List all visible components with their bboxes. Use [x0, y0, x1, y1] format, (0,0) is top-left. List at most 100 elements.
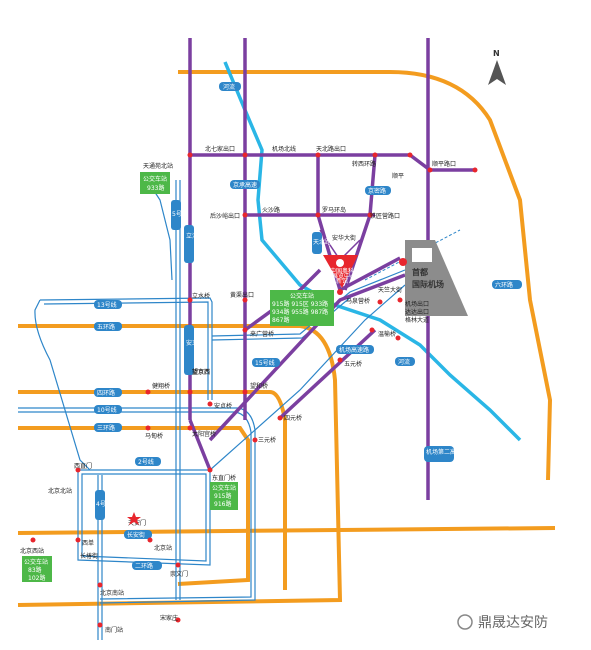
airport-north-line — [190, 153, 475, 172]
line2-pill: 2号线 — [138, 458, 154, 466]
label-tianzhu: 天竺大街 — [378, 286, 402, 294]
svg-text:83路: 83路 — [28, 566, 42, 574]
connector-road — [339, 256, 401, 292]
liztang-pill: 立汤路 — [186, 232, 204, 240]
label-wenyu: 温榆桥 — [378, 330, 396, 338]
road-pills: 河流 京承高速 京密路 六环路 五环路 13号线 四环路 10号线 三环路 2号… — [94, 82, 522, 570]
airplane-icon — [412, 248, 432, 262]
label-xizhimen: 西直门 — [74, 462, 92, 470]
label-changchunjie: 长椿街 — [80, 552, 98, 560]
third-ring-road — [18, 426, 250, 586]
line10-pill: 10号线 — [97, 406, 117, 414]
tiananmen-star-icon — [127, 512, 141, 525]
svg-text:933路: 933路 — [147, 184, 164, 192]
ring-roads — [17, 70, 556, 607]
svg-text:867路: 867路 — [272, 316, 289, 324]
bus-stop-center: 公交车站 915路 915区 933路 934路 955路 987路 867路 — [270, 290, 334, 326]
label-airport-exit: 机场出口 — [405, 300, 429, 308]
watermark: 鼎晟达安防 — [457, 614, 548, 631]
third-ring-pill: 三环路 — [97, 424, 115, 432]
airport-label-2: 国际机场 — [412, 279, 444, 289]
jingmi-pill: 京密路 — [368, 187, 386, 195]
compass-icon: N — [488, 49, 506, 85]
fourth-ring-pill: 四环路 — [97, 389, 115, 397]
label-beiqijia: 北七家出口 — [205, 145, 235, 153]
label-jianxiang: 健翔桥 — [152, 382, 170, 390]
river — [223, 61, 522, 442]
compass-label: N — [493, 49, 500, 58]
label-tiezhong: 铁匠营路口 — [370, 212, 400, 220]
subway-lines — [18, 179, 409, 640]
destination-line-3: 新馆 — [336, 277, 348, 285]
label-gelin: 格林大道 — [405, 316, 429, 324]
label-sanyuan: 三元桥 — [258, 436, 276, 444]
line4-pill: 4号线 — [96, 500, 112, 508]
sixth-ring-pill: 六环路 — [495, 281, 513, 289]
bus-stop-top: 公交车站 933路 — [140, 172, 170, 194]
label-beijing-north: 北京北站 — [48, 487, 72, 495]
junction-nodes — [30, 152, 478, 628]
svg-text:公交车站: 公交车站 — [24, 558, 48, 566]
label-airport-south: 达达出口 — [405, 308, 429, 316]
river-pill-top: 河流 — [223, 83, 235, 91]
dongzhimen-road — [188, 419, 212, 471]
label-wuyuan: 五元桥 — [344, 360, 362, 368]
line13-pill: 13号线 — [97, 301, 117, 309]
label-tiantongyuan: 天通苑北站 — [143, 162, 173, 170]
subway-line-13 — [34, 297, 213, 471]
river-pill-mid: 河流 — [398, 358, 410, 366]
svg-text:公交车站: 公交车站 — [290, 292, 314, 300]
changan-pill: 长安街 — [127, 531, 145, 539]
line15-pill: 15号线 — [255, 359, 275, 367]
label-houshayu: 后沙峪出口 — [210, 212, 240, 220]
jingcheng-pill: 京承高速 — [233, 181, 257, 189]
label-anhua: 安华大街 — [332, 234, 356, 242]
airport-pin — [399, 258, 407, 266]
label-beijing-west: 北京西站 — [20, 547, 44, 555]
svg-text:915路: 915路 — [214, 492, 231, 500]
airport-label-1: 首都 — [412, 267, 428, 277]
label-airport-north: 机场北线 — [272, 145, 296, 153]
airport-second-pill: 机场第二高速 — [426, 448, 462, 456]
subway-line-2 — [77, 469, 211, 566]
tianbei-pill: 天北路 — [313, 238, 331, 246]
label-wanghe: 望和桥 — [250, 382, 268, 390]
second-ring-pill: 二环路 — [135, 562, 153, 570]
label-shunping: 顺平 — [392, 173, 404, 180]
label-lishuiqiao: 立水桥 — [192, 292, 210, 300]
destination-line-1: 中国奥科 — [330, 267, 354, 275]
destination-marker — [323, 255, 358, 288]
label-luoma: 罗马环岛 — [322, 206, 346, 214]
line5-pill: 5号线 — [172, 210, 188, 218]
place-labels: 北七家出口 机场北线 天北路出口 转西环路 顺平路口 顺平 后沙峪出口 火沙路 … — [20, 145, 456, 634]
sixth-ring-road — [178, 70, 553, 481]
fifth-ring-pill: 五环路 — [97, 323, 115, 331]
bus-stop-west: 公交车站 83路 102路 — [22, 556, 52, 582]
dashed-rail — [364, 229, 461, 281]
label-anzhen: 安贞桥 — [214, 402, 232, 410]
bus-stop-dongzhimen: 公交车站 915路 916路 — [210, 482, 238, 510]
third-ring-horizontal — [17, 526, 556, 535]
svg-text:公交车站: 公交车站 — [212, 484, 236, 492]
label-siyuan: 四元桥 — [284, 414, 302, 422]
svg-text:916路: 916路 — [214, 500, 231, 508]
airport-expressway — [208, 273, 406, 442]
label-huangqu: 黄渠出口 — [230, 291, 254, 299]
label-yuanyuan: 转西环路 — [352, 160, 376, 168]
label-songjiazhuang: 宋家庄 — [160, 614, 178, 622]
watermark-text: 鼎晟达安防 — [478, 615, 548, 631]
airport-expy-pill: 机场高速路 — [339, 346, 369, 354]
label-taiyanggong: 太阳宫桥 — [192, 430, 216, 438]
fourth-ring-road — [18, 390, 287, 590]
label-dongzhimen: 东直门桥 — [212, 474, 236, 482]
svg-text:公交车站: 公交车站 — [143, 175, 167, 183]
svg-text:934路 955路 987路: 934路 955路 987路 — [272, 308, 328, 316]
destination-line-2: 展览中心 — [332, 272, 356, 280]
label-chongwenmen: 崇文门 — [170, 570, 188, 578]
label-tianbei-exit: 天北路出口 — [316, 145, 346, 153]
label-xidan: 西单 — [82, 539, 94, 547]
destination-logo-icon — [336, 259, 344, 267]
siyuan-road — [278, 328, 377, 420]
airport-express-line — [209, 284, 406, 471]
